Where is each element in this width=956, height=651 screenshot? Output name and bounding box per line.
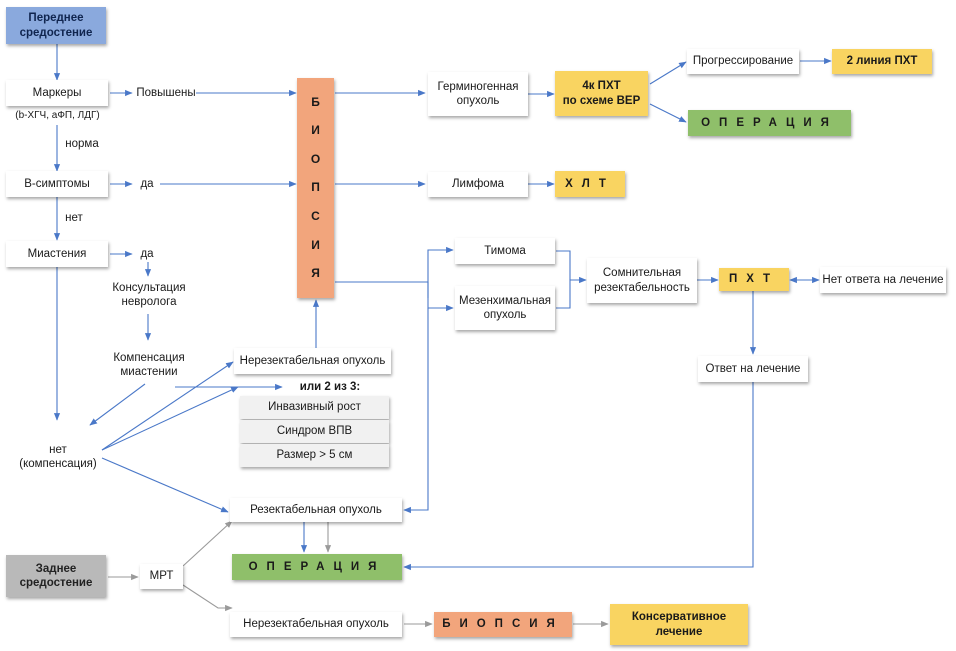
- edge-mesenchymal-join: [556, 276, 587, 309]
- doubtful-resectability-box: Сомнительная резектабельность: [587, 258, 697, 303]
- yes-label-myasthenia: да: [140, 247, 154, 260]
- biopsy-letter: С: [311, 209, 320, 224]
- resectable-tumor-box: Резектабельная опухоль: [230, 498, 402, 522]
- response-box: Ответ на лечение: [698, 356, 808, 382]
- edge-comp-nocomp: [89, 383, 146, 426]
- operation-box-top: ОПЕРАЦИЯ: [688, 110, 851, 136]
- normal-label: норма: [65, 137, 99, 150]
- markers-subtitle: (b-ХГЧ, аФП, ЛДГ): [15, 109, 100, 121]
- myasthenia-compensation-label: Компенсация миастении: [113, 351, 185, 378]
- edge-split-thymoma: [427, 246, 454, 298]
- myasthenia-box: Миастения: [6, 241, 108, 267]
- progression-box: Прогрессирование: [687, 49, 799, 74]
- unresectable-tumor-box-bottom: Нерезектабельная опухоль: [230, 612, 402, 637]
- yes-label-bsymptoms: да: [140, 177, 154, 190]
- edge-split-mesenchymal: [427, 282, 454, 312]
- pct-box: ПХТ: [719, 268, 789, 291]
- criterion-invasive-growth: Инвазивный рост: [240, 396, 389, 419]
- posterior-mediastinum-box: Заднее средостение: [6, 555, 106, 597]
- mri-box: МРТ: [140, 564, 183, 589]
- edge-nocomp-resectable: [101, 457, 229, 513]
- biopsy-letter: И: [311, 237, 320, 252]
- biopsy-letter: П: [311, 180, 320, 195]
- unresectable-tumor-box-top: Нерезектабельная опухоль: [234, 348, 391, 374]
- hlt-box: ХЛТ: [555, 171, 625, 197]
- criterion-size: Размер > 5 см: [240, 444, 389, 467]
- biopsy-letter: И: [311, 123, 320, 138]
- edge-response-operation: [403, 382, 754, 571]
- thymoma-box: Тимома: [455, 238, 555, 264]
- edge-nocomp-unresectable: [101, 361, 234, 451]
- b-symptoms-box: В-симптомы: [6, 171, 108, 197]
- edge-thymoma-join: [556, 250, 571, 280]
- germ-cell-tumor-box: Герминогенная опухоль: [428, 72, 528, 116]
- elevated-label: Повышены: [136, 86, 196, 99]
- biopsy-letter: О: [310, 151, 321, 166]
- edge-mri-unresectable: [182, 584, 233, 612]
- criterion-svc-syndrome: Синдром ВПВ: [240, 420, 389, 443]
- operation-box-bottom: ОПЕРАЦИЯ: [232, 554, 402, 580]
- anterior-mediastinum-box: Переднее средостение: [6, 7, 106, 44]
- biopsy-vertical-box: Б И О П С И Я: [297, 78, 334, 298]
- no-response-box: Нет ответа на лечение: [820, 267, 946, 293]
- markers-box: Маркеры: [6, 80, 108, 106]
- no-label-bsymptoms: нет: [65, 211, 83, 224]
- pct-bep-box: 4к ПХТ по схеме ВЕР: [555, 71, 648, 116]
- edge-pct-operation: [649, 103, 687, 123]
- edge-pct-progression: [649, 61, 687, 85]
- no-compensation-label: нет (компенсация): [19, 443, 97, 470]
- edge-mri-resectable: [182, 520, 233, 567]
- lymphoma-box: Лимфома: [428, 172, 528, 197]
- two-of-three-label: или 2 из 3:: [299, 380, 361, 393]
- edge-mesenchymal-resectable: [403, 308, 429, 514]
- neuro-consult-label: Консультация невролога: [112, 281, 186, 308]
- biopsy-box-bottom: БИОПСИЯ: [434, 612, 572, 637]
- second-line-pct-box: 2 линия ПХТ: [832, 49, 932, 74]
- biopsy-letter: Б: [311, 94, 320, 109]
- mesenchymal-tumor-box: Мезенхимальная опухоль: [455, 286, 555, 330]
- conservative-treatment-box: Консервативное лечение: [610, 604, 748, 645]
- edge-nocomp-twoofthree: [101, 386, 239, 451]
- biopsy-letter: Я: [311, 266, 320, 281]
